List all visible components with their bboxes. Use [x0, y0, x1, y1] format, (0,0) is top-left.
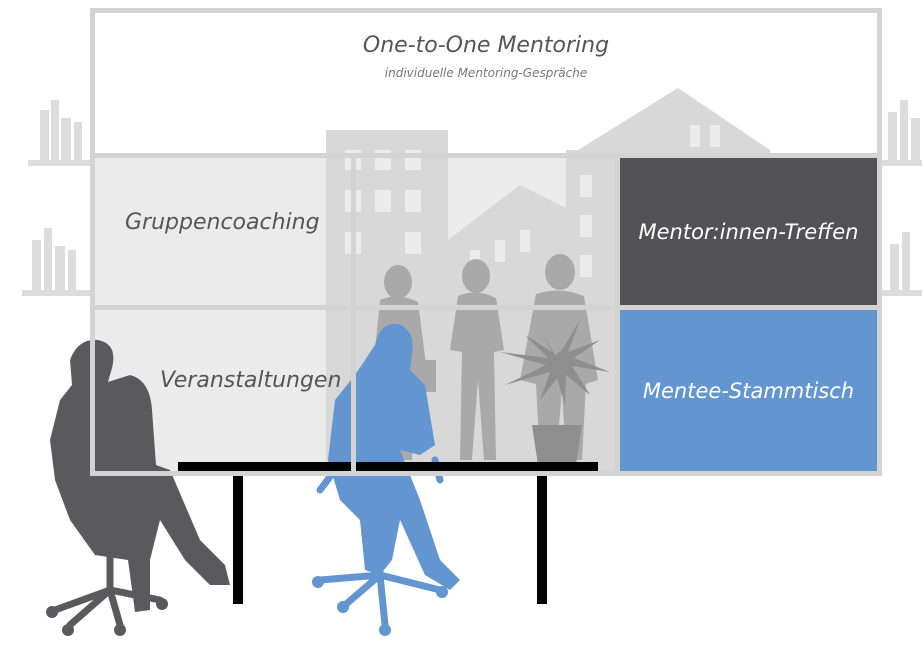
divider: [95, 153, 877, 158]
bookshelf-icon: [882, 100, 922, 296]
cell-mentor-treffen: Mentor:innen-Treffen: [620, 158, 877, 305]
divider: [615, 158, 620, 471]
cell-mentee-stammtisch: Mentee-Stammtisch: [620, 310, 877, 471]
divider: [95, 305, 877, 310]
one-to-one-subtitle: individuelle Mentoring-Gespräche: [384, 66, 588, 80]
person-silhouette-icon: [328, 323, 460, 590]
divider: [351, 158, 356, 471]
one-to-one-title: One-to-One Mentoring: [362, 33, 610, 58]
plant-icon: [500, 320, 610, 465]
office-chair-icon: [51, 551, 164, 629]
mentoring-frame: [90, 8, 882, 476]
mentee-stammtisch-label: Mentee-Stammtisch: [642, 378, 855, 403]
bookshelf-icon: [22, 100, 90, 296]
cell-veranstaltungen: Veranstaltungen: [160, 368, 342, 393]
mentor-treffen-label: Mentor:innen-Treffen: [638, 219, 859, 244]
cell-gruppencoaching: Gruppencoaching: [125, 210, 320, 235]
